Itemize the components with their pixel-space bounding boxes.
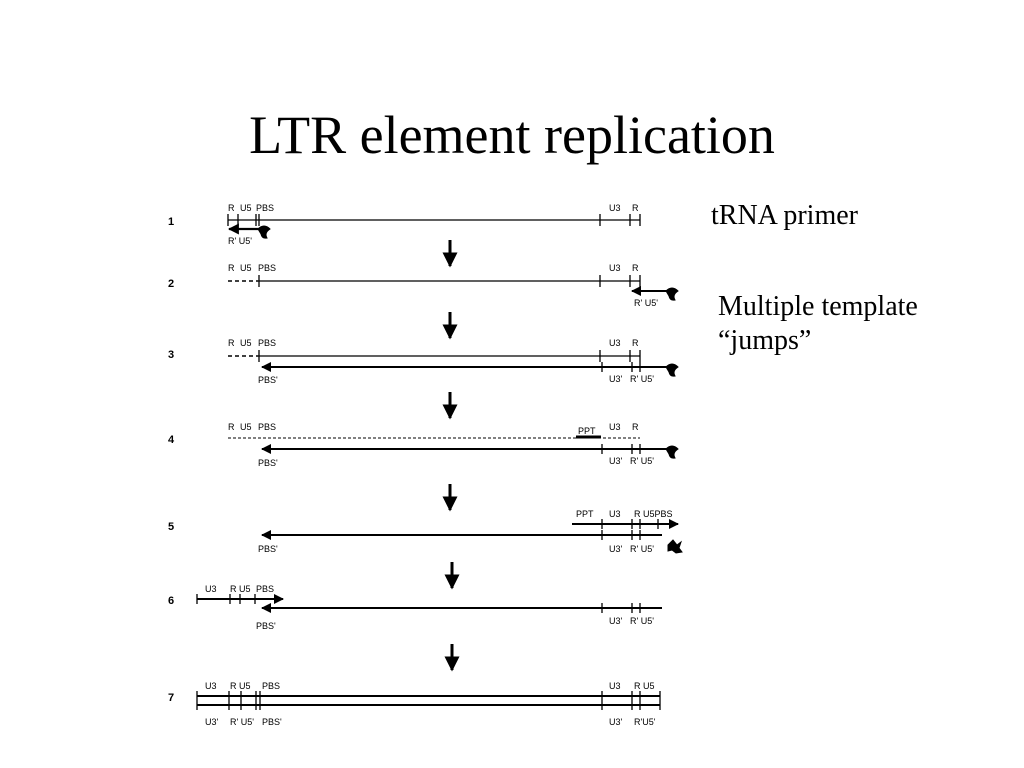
step-1: 1 R U5 PBS U3 R R' U5' bbox=[168, 203, 641, 246]
step-number-6: 6 bbox=[168, 595, 174, 607]
label-r-u5-prime: R' U5' bbox=[630, 616, 654, 626]
label-r-u5-prime: R' U5' bbox=[634, 298, 658, 308]
label-ppt: PPT bbox=[578, 426, 596, 436]
label-r: R bbox=[228, 338, 235, 348]
label-u3: U3 bbox=[609, 422, 621, 432]
step-5: 5 PPT U3 R U5PBS PBS' U3' R' U5' bbox=[168, 509, 683, 554]
label-pbs-prime: PBS' bbox=[256, 621, 276, 631]
label-u3: U3 bbox=[205, 681, 217, 691]
label-pbs: PBS bbox=[256, 584, 274, 594]
label-u3-prime: U3' bbox=[609, 717, 623, 727]
region-ticks bbox=[196, 691, 661, 710]
step-4: 4 R U5 PBS PPT U3 R PBS' U3' R' U5' bbox=[168, 422, 679, 468]
region-ticks bbox=[601, 362, 641, 372]
step-number-2: 2 bbox=[168, 278, 174, 290]
trna-primer-icon bbox=[665, 363, 679, 377]
trna-primer-icon bbox=[257, 225, 271, 239]
label-r: R bbox=[632, 263, 639, 273]
step-number-1: 1 bbox=[168, 216, 174, 228]
label-u3: U3 bbox=[205, 584, 217, 594]
label-pbs-prime: PBS' bbox=[258, 375, 278, 385]
template-jumps-line-1: Multiple template bbox=[718, 291, 918, 322]
label-r: R bbox=[228, 263, 235, 273]
label-u3-prime: U3' bbox=[609, 456, 623, 466]
template-jumps-note: Multiple template “jumps” bbox=[718, 290, 918, 358]
label-r-u5-prime: R' U5' bbox=[230, 717, 254, 727]
label-r-u5: R U5 bbox=[634, 681, 655, 691]
label-pbs-prime: PBS' bbox=[258, 458, 278, 468]
region-ticks bbox=[601, 519, 659, 529]
label-pbs: PBS bbox=[256, 203, 274, 213]
step-number-4: 4 bbox=[168, 434, 175, 446]
label-u3: U3 bbox=[609, 338, 621, 348]
step-number-5: 5 bbox=[168, 521, 174, 533]
step-3: 3 R U5 PBS U3 R PBS' U3' R' U5' bbox=[168, 338, 679, 385]
step-number-7: 7 bbox=[168, 692, 174, 704]
label-u3: U3 bbox=[609, 203, 621, 213]
label-u3-prime: U3' bbox=[609, 544, 623, 554]
label-r-u5-prime: R' U5' bbox=[228, 236, 252, 246]
region-ticks bbox=[601, 603, 641, 613]
label-pbs: PBS bbox=[258, 263, 276, 273]
label-u5: U5 bbox=[240, 263, 252, 273]
step-6: 6 U3 R U5 PBS PBS' U3' R' U5' bbox=[168, 584, 662, 631]
label-r: R bbox=[632, 203, 639, 213]
label-r: R bbox=[632, 422, 639, 432]
label-r: R bbox=[228, 422, 235, 432]
region-ticks bbox=[258, 350, 641, 362]
region-ticks bbox=[601, 530, 641, 540]
label-r-u5: R U5 bbox=[230, 681, 251, 691]
trna-primer-note: tRNA primer bbox=[711, 200, 858, 231]
label-ppt: PPT bbox=[576, 509, 594, 519]
region-ticks bbox=[601, 444, 641, 454]
region-ticks bbox=[227, 214, 641, 226]
degraded-trna-icon bbox=[667, 539, 683, 554]
label-pbs: PBS bbox=[258, 338, 276, 348]
step-number-3: 3 bbox=[168, 349, 174, 361]
label-r-u5-prime: R' U5' bbox=[630, 374, 654, 384]
trna-primer-icon bbox=[665, 445, 679, 459]
label-r: R bbox=[228, 203, 235, 213]
trna-primer-icon bbox=[665, 287, 679, 301]
label-u3-prime: U3' bbox=[609, 374, 623, 384]
label-u3: U3 bbox=[609, 263, 621, 273]
label-pbs: PBS bbox=[258, 422, 276, 432]
label-r-u5-prime: R' U5' bbox=[630, 544, 654, 554]
label-r: R bbox=[632, 338, 639, 348]
label-u5: U5 bbox=[240, 422, 252, 432]
label-r-u5-pbs: R U5PBS bbox=[634, 509, 673, 519]
label-u3-prime: U3' bbox=[205, 717, 219, 727]
label-r-u5-prime: R'U5' bbox=[634, 717, 656, 727]
label-r-u5: R U5 bbox=[230, 584, 251, 594]
region-ticks bbox=[196, 594, 256, 604]
label-u3: U3 bbox=[609, 681, 621, 691]
label-u3: U3 bbox=[609, 509, 621, 519]
label-pbs-prime: PBS' bbox=[262, 717, 282, 727]
slide-title: LTR element replication bbox=[249, 105, 775, 165]
label-u5: U5 bbox=[240, 203, 252, 213]
label-r-u5-prime: R' U5' bbox=[630, 456, 654, 466]
template-jumps-line-2: “jumps” bbox=[718, 325, 812, 356]
label-pbs: PBS bbox=[262, 681, 280, 691]
label-u3-prime: U3' bbox=[609, 616, 623, 626]
label-u5: U5 bbox=[240, 338, 252, 348]
step-7: 7 U3 R U5 PBS U3 R U5 U3' R' U5' PBS' U3… bbox=[168, 681, 661, 727]
label-pbs-prime: PBS' bbox=[258, 544, 278, 554]
region-ticks bbox=[258, 275, 641, 287]
step-2: 2 R U5 PBS U3 R R' U5' bbox=[168, 263, 679, 308]
